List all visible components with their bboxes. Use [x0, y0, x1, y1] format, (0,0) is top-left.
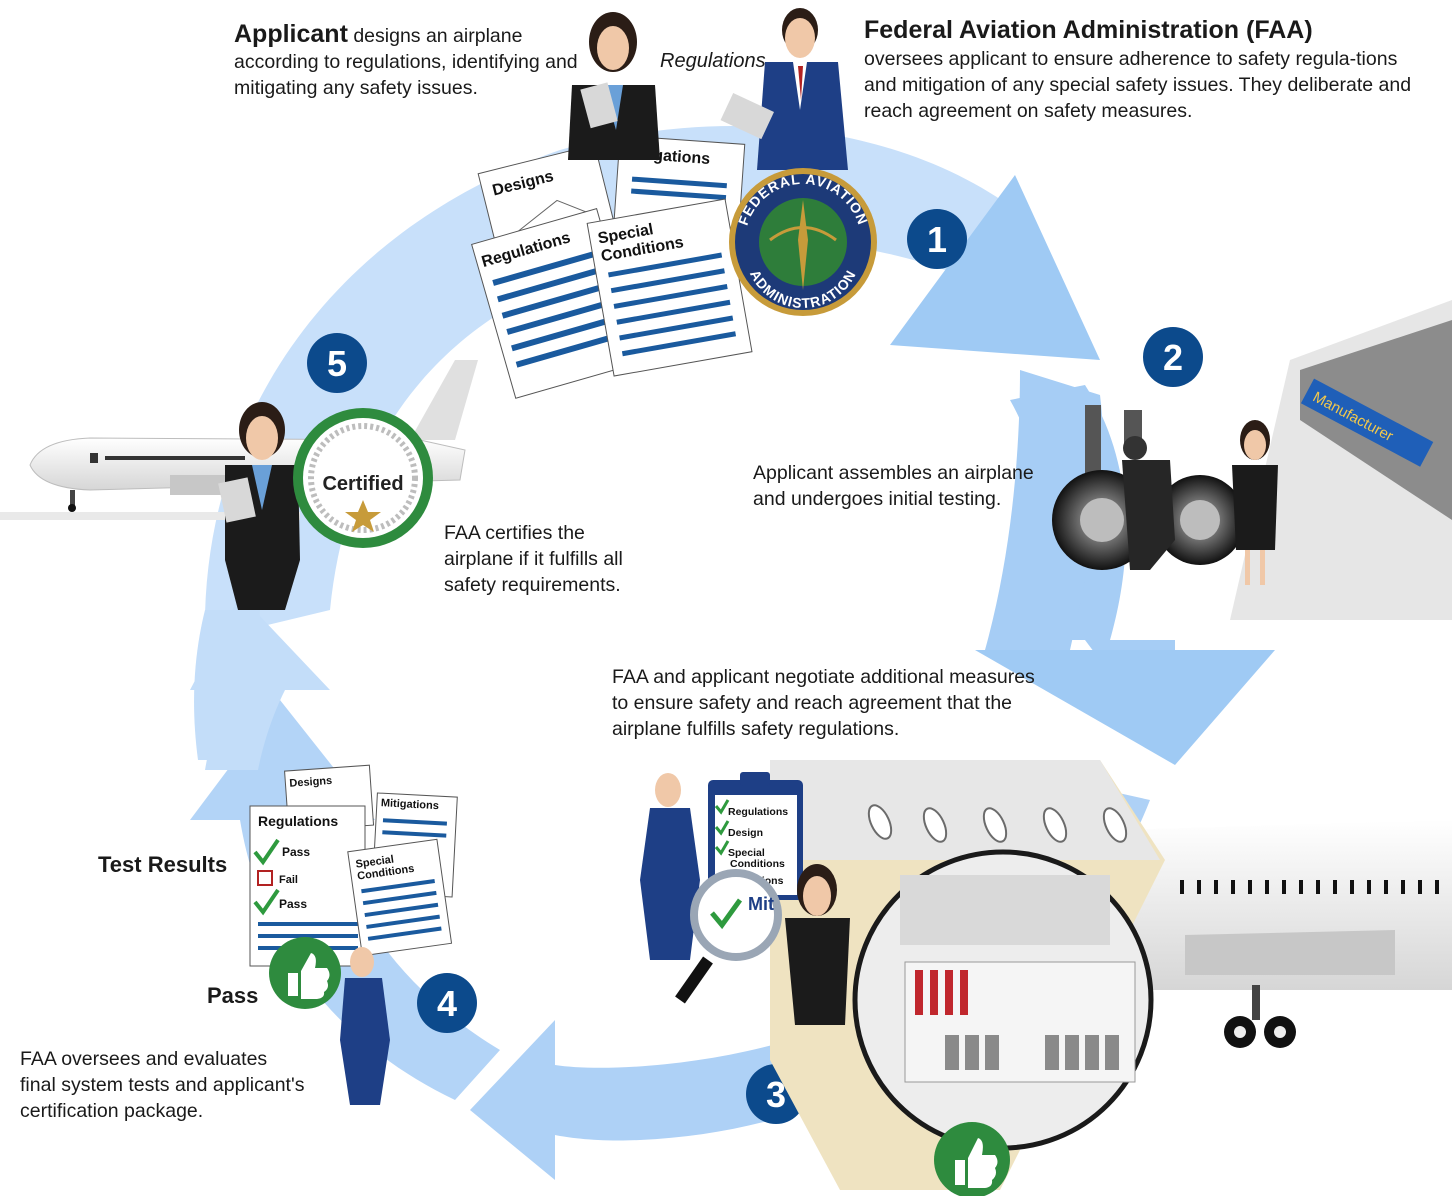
step-badge-5: 5 — [307, 333, 367, 393]
svg-text:Mit: Mit — [748, 894, 774, 914]
faa-seal: FEDERAL AVIATION ADMINISTRATION — [729, 168, 877, 316]
step4-thumbs-up-icon — [269, 937, 341, 1009]
step5-applicant-figure — [218, 402, 300, 610]
arrow-head-1 — [890, 175, 1100, 360]
svg-text:3: 3 — [766, 1074, 786, 1115]
step3-faa-figure — [640, 773, 700, 960]
svg-text:Design: Design — [728, 827, 763, 839]
svg-text:1: 1 — [927, 219, 947, 260]
svg-text:4: 4 — [437, 983, 457, 1024]
step3-description: FAA and applicant negotiate additional m… — [612, 666, 1035, 740]
pass-label: Pass — [207, 983, 259, 1008]
faa-description: oversees applicant to ensure adherence t… — [864, 48, 1412, 122]
doc-special-conditions: Special Conditions — [586, 198, 753, 377]
step2-hangar: Manufacturer — [1230, 300, 1452, 620]
svg-text:Certified: Certified — [322, 473, 403, 495]
step1-applicant-description: Applicant designs an airplane according … — [234, 20, 578, 99]
svg-text:2: 2 — [1163, 337, 1183, 378]
svg-text:Mitigations: Mitigations — [381, 797, 440, 812]
svg-text:Pass: Pass — [282, 845, 310, 859]
step4-description: FAA oversees and evaluates final system … — [20, 1048, 305, 1122]
svg-text:Regulations: Regulations — [258, 813, 338, 829]
step1-regulations-label: Regulations — [660, 50, 766, 72]
step-badge-2: 2 — [1143, 327, 1203, 387]
svg-text:Pass: Pass — [279, 897, 307, 911]
step3-applicant-figure — [785, 864, 850, 1025]
faa-title: Federal Aviation Administration (FAA) — [864, 16, 1313, 44]
step5-description: FAA certifies the airplane if it fulfill… — [444, 522, 623, 596]
step-badge-4: 4 — [417, 973, 477, 1033]
svg-text:Fail: Fail — [279, 874, 298, 886]
certified-seal: Certified — [293, 408, 433, 548]
svg-text:Special: Special — [728, 847, 765, 859]
svg-text:Special: Special — [355, 854, 395, 871]
applicant-title: Applicant — [234, 20, 348, 48]
step1-applicant-figure — [568, 12, 660, 160]
step3-electrical-panel-inset — [852, 849, 1154, 1151]
svg-text:Conditions: Conditions — [730, 858, 785, 870]
svg-text:5: 5 — [327, 343, 347, 384]
step2-description: Applicant assembles an airplane and unde… — [753, 462, 1034, 510]
doc4-special-conditions: Special Conditions — [347, 838, 453, 957]
step-badge-1: 1 — [907, 209, 967, 269]
test-results-label: Test Results — [98, 852, 228, 877]
thumbs-up-icon — [934, 1122, 1010, 1196]
svg-text:Designs: Designs — [289, 775, 333, 790]
arrow-head-2 — [975, 650, 1275, 765]
magnifier-icon: Mit — [675, 869, 782, 1004]
step2-applicant-figure — [1232, 420, 1278, 585]
svg-text:Regulations: Regulations — [728, 806, 788, 818]
step2-mechanic-figure — [1122, 436, 1175, 570]
step1-faa-figure — [720, 8, 848, 170]
step4-faa-figure — [340, 947, 390, 1105]
step1-document-stack: Designs Mitigations Regulations Special … — [471, 135, 753, 399]
right-airplane — [1120, 820, 1452, 1048]
